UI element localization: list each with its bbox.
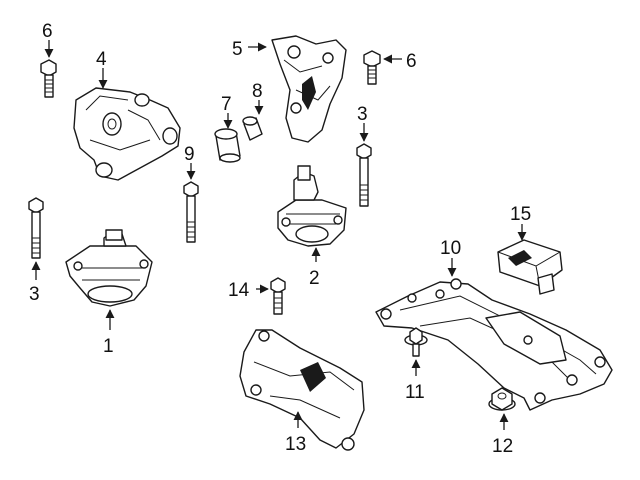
nut-part-12[interactable] — [488, 387, 516, 411]
callout-14: 14 — [228, 280, 250, 301]
bolt-part-3-right[interactable] — [356, 143, 372, 207]
bolt-part-11[interactable] — [404, 327, 428, 357]
callout-9: 9 — [184, 144, 195, 165]
bracket-part-5[interactable] — [271, 35, 347, 143]
callout-11: 11 — [405, 382, 425, 403]
sleeve-part-8[interactable] — [242, 116, 263, 141]
callout-15: 15 — [510, 204, 531, 225]
callout-1: 1 — [103, 336, 114, 357]
bracket-part-13[interactable] — [239, 329, 365, 451]
callout-3-left: 3 — [29, 284, 40, 305]
bolt-part-6-left[interactable] — [40, 59, 57, 98]
engine-mount-part-1[interactable] — [65, 229, 153, 307]
bolt-part-6-right[interactable] — [363, 50, 381, 85]
callout-12: 12 — [492, 436, 513, 457]
callout-8: 8 — [252, 81, 263, 102]
module-part-15[interactable] — [497, 239, 563, 295]
bolt-part-14[interactable] — [270, 277, 286, 315]
callout-2: 2 — [309, 268, 320, 289]
bolt-part-9[interactable] — [183, 181, 199, 243]
bolt-part-3-left[interactable] — [28, 197, 44, 259]
callout-6-left: 6 — [42, 21, 53, 42]
callout-4: 4 — [96, 49, 107, 70]
callout-6-right: 6 — [406, 51, 417, 72]
crossmember-part-10[interactable] — [375, 278, 613, 411]
callout-5: 5 — [232, 39, 243, 60]
engine-mount-part-2[interactable] — [277, 165, 347, 247]
callout-3-right: 3 — [357, 104, 368, 125]
callout-13: 13 — [285, 434, 306, 455]
bracket-part-4[interactable] — [73, 87, 181, 181]
callout-10: 10 — [440, 238, 461, 259]
bushing-part-7[interactable] — [214, 128, 241, 163]
callout-7: 7 — [221, 94, 232, 115]
